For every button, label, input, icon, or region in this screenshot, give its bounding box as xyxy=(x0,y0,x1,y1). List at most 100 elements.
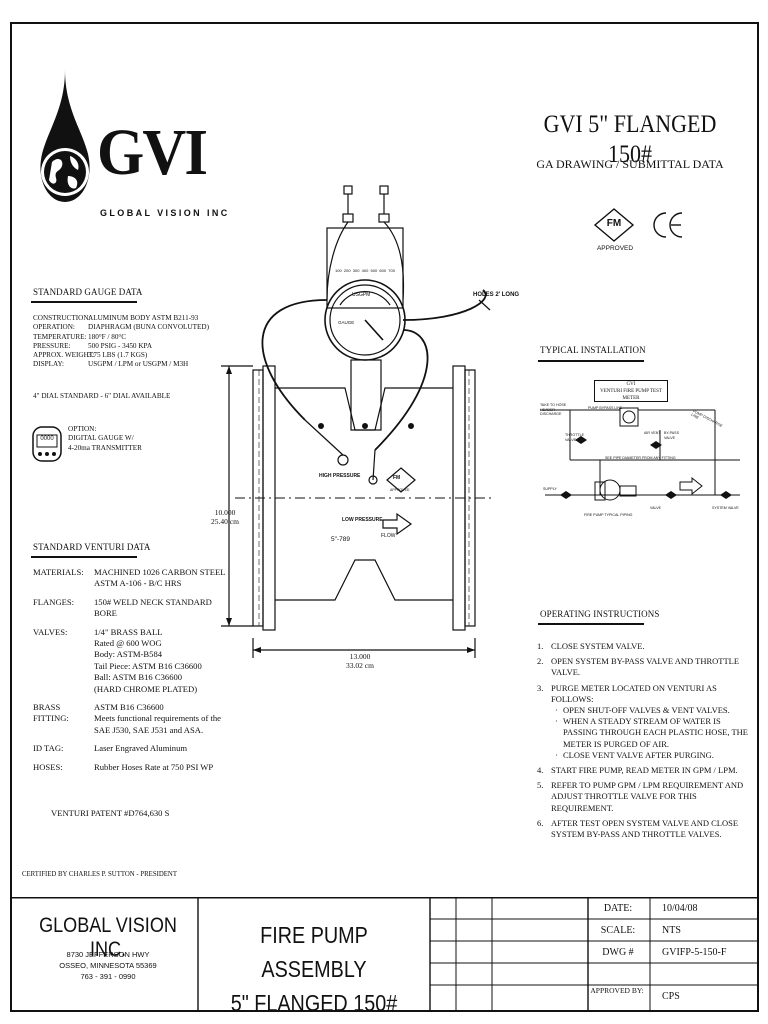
option-line: OPTION: xyxy=(68,425,97,433)
venturi-value: SAE J530, SAE J531 and ASA. xyxy=(94,724,204,735)
venturi-value: Laser Engraved Aluminum xyxy=(94,743,188,754)
venturi-key: MATERIALS: xyxy=(33,567,84,577)
height-inches: 10.000 xyxy=(214,508,236,517)
venturi-size-label: 5"-789 xyxy=(331,536,350,543)
step-text: OPEN SYSTEM BY-PASS VALVE AND THROTTLE V… xyxy=(551,656,740,678)
fm-approved-label: APPROVED xyxy=(596,245,634,252)
step-text: AFTER TEST OPEN SYSTEM VALVE AND CLOSE S… xyxy=(551,817,739,840)
gauge-tick-label: 100 xyxy=(335,268,342,273)
venturi-value: 150# WELD NECK STANDARD BORE xyxy=(94,596,212,619)
venturi-assembly-drawing xyxy=(221,185,495,658)
fm-mark: FM xyxy=(606,218,622,229)
height-dimension: 10.000 25.40 cm xyxy=(205,508,245,526)
operating-step: 5.REFER TO PUMP GPM / LPM REQUIREMENT AN… xyxy=(537,780,752,814)
drawing-sheet xyxy=(10,22,759,1012)
title-block-grid xyxy=(10,897,759,1012)
gauge-scale: 100 200 300 400 500 600 700 xyxy=(335,268,395,273)
venturi-value: MACHINED 1026 CARBON STEEL xyxy=(94,567,226,577)
low-pressure-label: LOW PRESSURE xyxy=(342,517,383,523)
install-air-vent-label: AIR VENT xyxy=(644,431,661,435)
venturi-key: HOSES: xyxy=(33,761,63,772)
install-throttle-label: THROTTLE VALVE xyxy=(565,433,584,442)
length-inches: 13.000 xyxy=(349,652,371,661)
dwg-label: DWG # xyxy=(602,947,634,958)
operating-step: 2. OPEN SYSTEM BY-PASS VALVE AND THROTTLE… xyxy=(537,656,752,678)
fm-approved-icon xyxy=(593,208,635,242)
ce-mark-icon xyxy=(653,212,683,238)
typical-installation-diagram xyxy=(540,407,740,501)
install-pump-label: FIRE PUMP TYPICAL PIPING xyxy=(584,513,633,517)
venturi-value: ASTM A-106 - B/C HRS xyxy=(94,578,182,589)
certification-note: CERTIFIED BY CHARLES P. SUTTON - PRESIDE… xyxy=(22,871,177,878)
venturi-key: FLANGES: xyxy=(33,596,75,607)
venturi-section-title: STANDARD VENTURI DATA xyxy=(33,542,151,552)
page-subtitle: GA DRAWING / SUBMITTAL DATA xyxy=(536,157,724,171)
step-number: 3. xyxy=(537,682,544,693)
step-sub-item: CLOSE VENT VALVE AFTER PURGING. xyxy=(555,750,752,761)
venturi-value: (HARD CHROME PLATED) xyxy=(94,683,198,694)
option-line: 4-20ma TRANSMITTER xyxy=(68,443,142,452)
operating-step: 4. START FIRE PUMP, READ METER IN GPM / L… xyxy=(537,765,752,776)
address-line-1: 8730 JEFFERSON HWY xyxy=(66,950,150,959)
flow-label: FLOW xyxy=(381,533,396,539)
install-supply-label: SUPPLY xyxy=(543,487,557,491)
install-pipe-note: SEE PIPE DIAMETER FROM ANY FITTING xyxy=(605,456,676,460)
install-bypass-valve-label: BY-PASS VALVE xyxy=(664,431,679,440)
approved-value: CPS xyxy=(662,991,680,1002)
step-text: START FIRE PUMP, READ METER IN GPM / LPM… xyxy=(551,765,738,776)
venturi-key: VALVES: xyxy=(33,626,68,637)
spec-value: ALUMINUM BODY ASTM B211-93 xyxy=(88,314,199,322)
drawing-title-line-1: FIRE PUMP ASSEMBLY xyxy=(260,922,368,982)
operating-step: 3.PURGE METER LOCATED ON VENTURI AS FOLL… xyxy=(537,682,752,762)
venturi-key: ID TAG: xyxy=(33,743,64,754)
gvi-globe-droplet-logo xyxy=(40,70,90,202)
spec-value: 500 PSIG - 3450 KPA xyxy=(88,341,153,350)
venturi-value: Tail Piece: ASTM B16 C36600 xyxy=(94,660,202,671)
install-bypass-line-label: PUMP BYPASS LINE xyxy=(588,406,623,410)
drawing-title-line-2: 5" FLANGED 150# xyxy=(230,990,398,1016)
venturi-row-brass-fitting: BRASS FITTING: ASTM B16 C36600 Meets fun… xyxy=(33,702,233,736)
option-line: DIGITAL GAUGE W/ xyxy=(68,434,134,443)
digital-gauge-option: OPTION: DIGITAL GAUGE W/ 4-20ma TRANSMIT… xyxy=(68,425,142,453)
step-number: 2. xyxy=(537,656,544,667)
step-number: 4. xyxy=(537,765,544,776)
spec-value: DIAPHRAGM (BUNA CONVOLUTED) xyxy=(88,323,209,332)
venturi-section-rule xyxy=(31,556,137,558)
spec-key: APPROX. WEIGHT: xyxy=(33,351,95,360)
length-dimension: 13.000 33.02 cm xyxy=(330,652,390,670)
hoses-label: HOLES 2' LONG xyxy=(473,292,520,298)
spec-key: CONSTRUCTION: xyxy=(33,314,91,322)
venturi-key: BRASS FITTING: xyxy=(33,702,69,724)
date-value: 10/04/08 xyxy=(662,903,698,914)
venturi-value: Ball: ASTM B16 C36600 xyxy=(94,672,183,683)
gauge-tick-label: 500 xyxy=(370,268,378,273)
install-system-valve-label: SYSTEM VALVE xyxy=(712,506,739,510)
step-number: 1. xyxy=(537,641,544,651)
step-text: CLOSE SYSTEM VALVE. xyxy=(551,641,645,651)
operating-section-title: OPERATING INSTRUCTIONS xyxy=(540,609,660,619)
page-title: GVI 5" FLANGED 150# xyxy=(543,111,717,168)
gauge-section-rule xyxy=(31,301,137,303)
gauge-model: GAUGE xyxy=(338,320,355,325)
step-sub-item: OPEN SHUT-OFF VALVES & VENT VALVES. xyxy=(555,705,752,716)
box-subtitle: VENTURI FIRE PUMP TEST METER xyxy=(600,389,662,401)
company-address: 8730 JEFFERSON HWY OSSEO, MINNESOTA 5536… xyxy=(14,949,202,982)
gauge-spec-table: CONSTRUCTION:ALUMINUM BODY ASTM B211-93 … xyxy=(33,314,209,370)
length-cm: 33.02 cm xyxy=(346,661,374,670)
operating-steps: 1. CLOSE SYSTEM VALVE. 2. OPEN SYSTEM BY-P… xyxy=(537,641,752,844)
dwg-value: GVIFP-5-150-F xyxy=(662,947,727,958)
logo-wordmark: GVI xyxy=(97,116,208,189)
venturi-row-hoses: HOSES: Rubber Hoses Rate at 750 PSI WP xyxy=(33,762,233,773)
gauge-tick-label: 700 xyxy=(388,268,395,273)
venturi-row-valves: VALVES: 1/4" BRASS BALL Rated @ 600 WOG … xyxy=(33,627,233,695)
step-number: 6. xyxy=(537,817,544,828)
dial-note: 4" DIAL STANDARD - 6" DIAL AVAILABLE xyxy=(33,392,171,400)
venturi-value: ASTM B16 C36600 xyxy=(94,702,164,713)
step-text: REFER TO PUMP GPM / LPM REQUIREMENT AND … xyxy=(551,780,744,813)
gauge-unit: USGPM xyxy=(352,292,371,298)
venturi-row-id-tag: ID TAG: Laser Engraved Aluminum xyxy=(33,743,233,754)
spec-key: DISPLAY: xyxy=(33,360,65,369)
spec-key: PRESSURE: xyxy=(33,341,71,350)
